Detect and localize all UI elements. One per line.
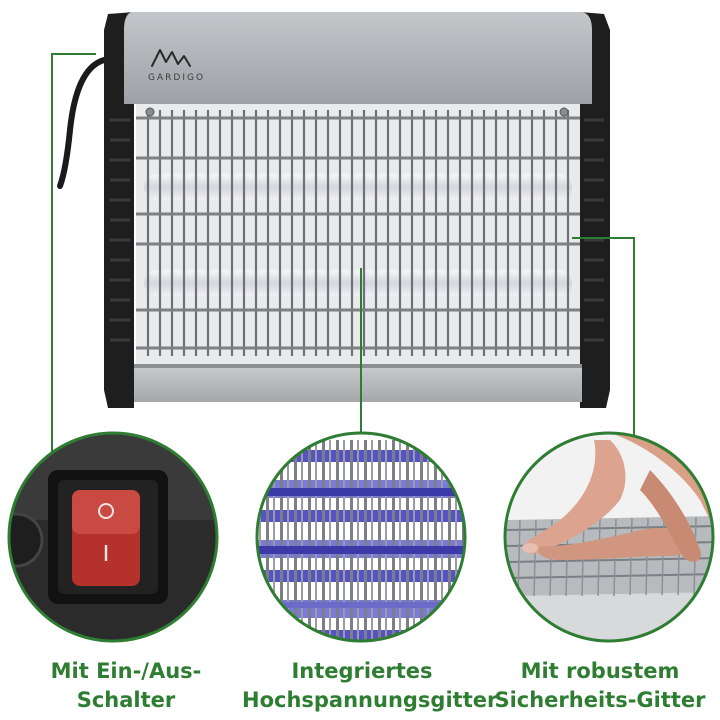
- insect-killer-device: GARDIGO: [57, 12, 610, 408]
- caption-safety: Mit robustem Sicherheits-Gitter: [480, 657, 720, 715]
- caption-switch: Mit Ein-/Aus- Schalter: [6, 657, 246, 715]
- gardigo-logo-icon: [151, 49, 191, 67]
- rocker-switch-icon: [72, 490, 140, 586]
- caption-grid-line1: Integriertes: [291, 659, 433, 683]
- callout-line-switch: [51, 53, 96, 452]
- screw-right: [559, 107, 569, 117]
- left-side-frame: [104, 12, 134, 408]
- caption-safety-line1: Mit robustem: [520, 659, 680, 683]
- callout-lines: [51, 53, 635, 452]
- callout-line-safety: [572, 237, 635, 440]
- caption-grid-line2: Hochspannungsgitter: [242, 688, 498, 712]
- right-side-frame: [580, 12, 610, 408]
- uv-tube-top: [144, 174, 572, 200]
- side-vents: [110, 118, 604, 342]
- tray-edge: [134, 364, 582, 368]
- power-cable: [57, 57, 107, 189]
- uv-tube-bottom: [144, 270, 572, 296]
- detail-safety: [503, 431, 715, 643]
- inner-grid: [146, 110, 570, 356]
- top-housing: [124, 12, 592, 104]
- grid-crossbars: [136, 116, 580, 350]
- detail-switch: [7, 431, 219, 643]
- screw-left: [145, 107, 155, 117]
- caption-grid: Integriertes Hochspannungsgitter: [242, 657, 498, 715]
- caption-safety-line2: Sicherheits-Gitter: [494, 688, 706, 712]
- caption-switch-line1: Mit Ein-/Aus-: [50, 659, 202, 683]
- caption-switch-line2: Schalter: [76, 688, 176, 712]
- detail-grid: [255, 431, 467, 643]
- collection-tray: [134, 364, 582, 402]
- high-voltage-grid-icon: [257, 440, 465, 641]
- brand-logo: GARDIGO: [148, 73, 205, 83]
- cage-interior: [136, 104, 580, 366]
